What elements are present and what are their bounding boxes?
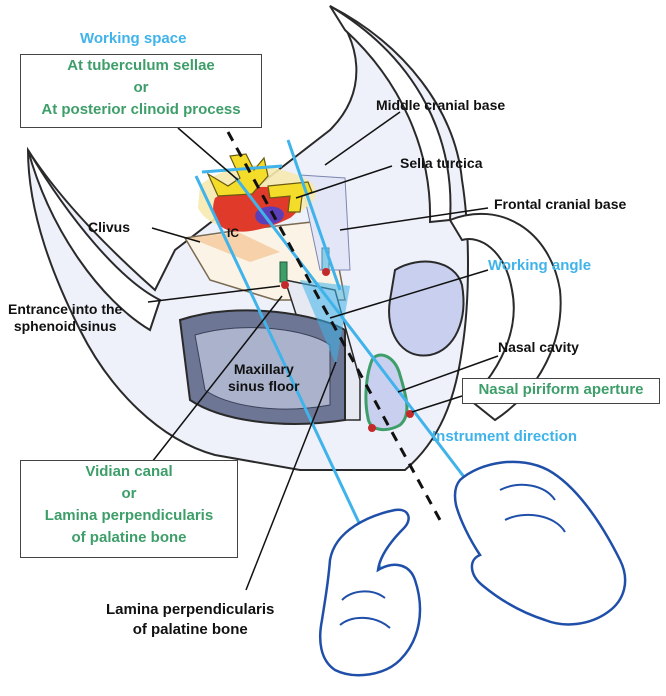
working-angle-label: Working angle: [488, 257, 592, 274]
maxillary-sinus-floor-label: Maxillary sinus floor: [228, 361, 300, 395]
working-space-label: Working space: [80, 30, 187, 47]
entrance-sphenoid-line-2: sphenoid sinus: [13, 318, 117, 334]
nasal-cavity-outline: [364, 353, 409, 432]
lamina-bottom-line-2: of palatine bone: [132, 621, 248, 638]
nerve-yellow-right: [267, 181, 313, 213]
green-marker: [279, 261, 288, 283]
maxillary-line-1: Maxillary: [233, 361, 294, 377]
leader-nasal-cavity: [397, 355, 499, 393]
lamina-bottom-label: Lamina perpendicularis of palatine bone: [106, 600, 274, 640]
dashed-trajectory: [226, 131, 442, 521]
entry-point-sella: [322, 268, 330, 276]
orbit-shape: [388, 260, 465, 357]
target-box-line-2: or: [133, 79, 149, 96]
leader-frontal: [339, 207, 489, 231]
target-box-line-3: At posterior clinoid process: [41, 101, 241, 118]
target-box-line-1: At tuberculum sellae: [67, 57, 215, 74]
clivus-label: Clivus: [88, 219, 131, 235]
leader-lamina: [245, 361, 337, 591]
vidian-box-line-1: Vidian canal: [85, 463, 173, 480]
working-angle-cone: [300, 280, 350, 365]
leader-middle-cranial: [324, 111, 401, 166]
vidian-box-line-3: Lamina perpendicularis: [44, 507, 214, 524]
instrument-direction-label: Instrument direction: [432, 428, 578, 445]
entry-point-sphenoid: [281, 281, 289, 289]
left-hand-fold: [339, 590, 391, 629]
nasal-piriform-aperture-label: Nasal piriform aperture: [478, 381, 644, 398]
instrument-line-3: [286, 139, 342, 291]
frontal-cranial-base-label: Frontal cranial base: [494, 196, 627, 212]
clivus-highlight: [190, 232, 280, 262]
ic-mark: IC: [227, 226, 239, 240]
leader-working-angle: [329, 269, 489, 319]
target-box: At tuberculum sellae or At posterior cli…: [20, 54, 262, 128]
leader-vidian: [151, 295, 283, 463]
leader-entrance: [147, 285, 281, 303]
middle-cranial-base-label: Middle cranial base: [376, 97, 506, 113]
right-hand: [453, 460, 627, 626]
zygomatic-bone: [448, 212, 562, 422]
nasal-piriform-aperture-box: Nasal piriform aperture: [462, 378, 660, 404]
sella-turcica-label: Sella turcica: [400, 155, 483, 171]
entrance-sphenoid-line-1: Entrance into the: [8, 301, 123, 317]
leader-sella: [295, 165, 393, 199]
entrance-sphenoid-label: Entrance into the sphenoid sinus: [8, 301, 122, 335]
leader-piriform: [411, 395, 463, 413]
vidian-box-line-4: of palatine bone: [71, 529, 187, 546]
leader-clivus: [151, 227, 201, 243]
vidian-box-line-2: or: [121, 485, 137, 502]
instrument-line-2: [234, 177, 476, 491]
maxillary-line-2: sinus floor: [228, 378, 300, 394]
leader-target-box: [177, 127, 239, 181]
right-hand-fold: [499, 483, 566, 533]
left-bone-branch: [27, 149, 162, 332]
nerve-yellow-left: [206, 153, 269, 197]
nasal-cavity-label: Nasal cavity: [498, 339, 579, 355]
vidian-box: Vidian canal or Lamina perpendicularis o…: [20, 460, 238, 558]
lamina-bottom-line-1: Lamina perpendicularis: [106, 601, 275, 618]
working-space-line: [201, 164, 283, 174]
entry-point-nasal: [368, 424, 376, 432]
